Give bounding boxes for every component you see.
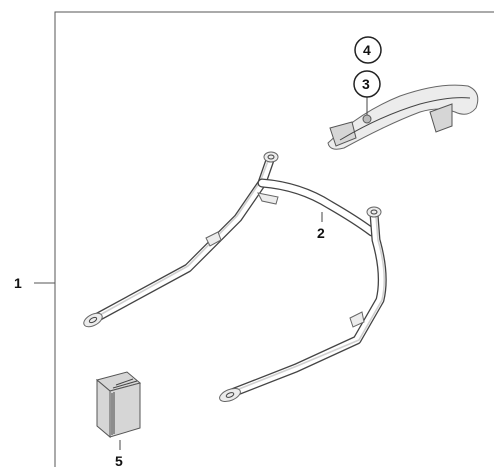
kit-border <box>54 11 494 467</box>
callout-2: 2 <box>317 225 325 241</box>
callout-5: 5 <box>115 453 123 469</box>
callout-3: 3 <box>362 76 370 92</box>
tube-frame <box>83 151 387 403</box>
callout-1: 1 <box>14 275 22 291</box>
grab-handle <box>327 84 479 150</box>
callout-circle-3 <box>353 70 381 98</box>
callout-4: 4 <box>363 42 371 58</box>
callout-circle-4 <box>354 36 382 64</box>
instruction-booklet <box>95 371 142 439</box>
washer-part <box>362 114 372 124</box>
